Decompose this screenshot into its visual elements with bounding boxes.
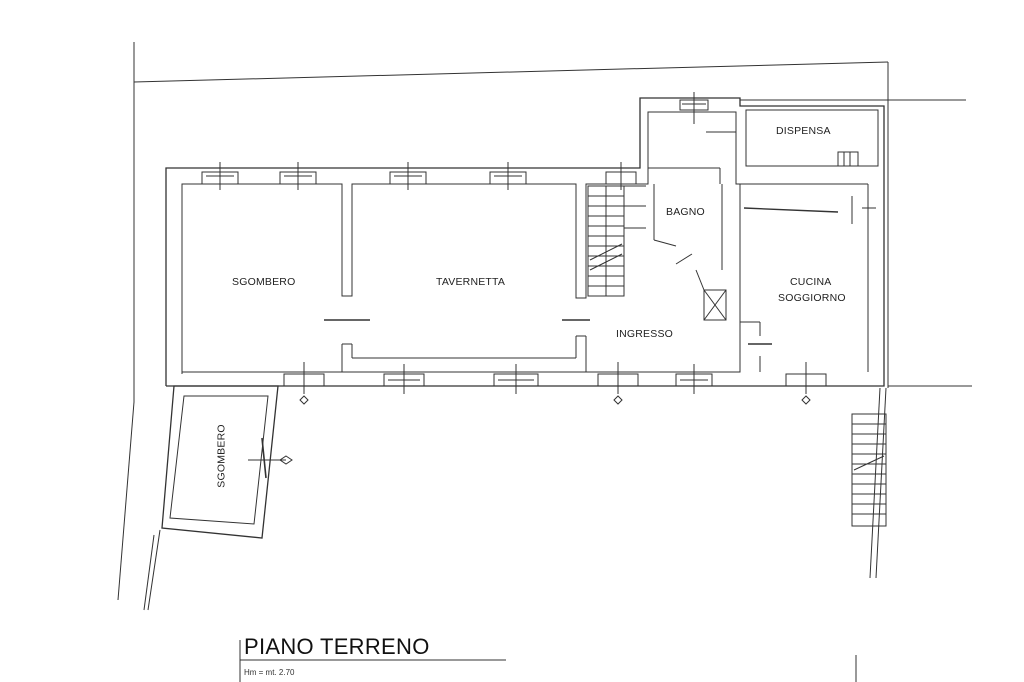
- room-label-soggiorno: SOGGIORNO: [778, 292, 846, 304]
- windows-top: [201, 92, 709, 190]
- bagno-walls: [648, 131, 736, 291]
- ingresso-fixture: [703, 289, 727, 321]
- sgombero-walls: [181, 184, 370, 372]
- site-boundary-lines: [117, 42, 972, 682]
- room-label-dispensa: DISPENSA: [776, 125, 831, 137]
- room-label-cucina: CUCINA: [790, 276, 832, 288]
- plan-height-note: Hm = mt. 2.70: [244, 668, 295, 677]
- dispensa-walls: [745, 109, 879, 167]
- tavernetta-walls: [352, 319, 590, 372]
- room-label-sgombero: SGOMBERO: [232, 276, 296, 288]
- cucina-walls: [740, 183, 876, 372]
- staircase-exterior: [851, 413, 887, 527]
- windows-bottom: [283, 362, 827, 394]
- room-label-bagno: BAGNO: [666, 206, 705, 218]
- room-label-tavernetta: TAVERNETTA: [436, 276, 506, 288]
- room-label-ingresso: INGRESSO: [616, 328, 674, 340]
- entry-arrow-icons: [299, 395, 811, 405]
- plan-title: PIANO TERRENO: [244, 634, 430, 659]
- outer-walls: [165, 97, 885, 387]
- staircase-main: [587, 185, 646, 297]
- room-label-sgombero-annex: SGOMBERO: [215, 424, 228, 488]
- annex-sgombero-walls: [161, 385, 293, 539]
